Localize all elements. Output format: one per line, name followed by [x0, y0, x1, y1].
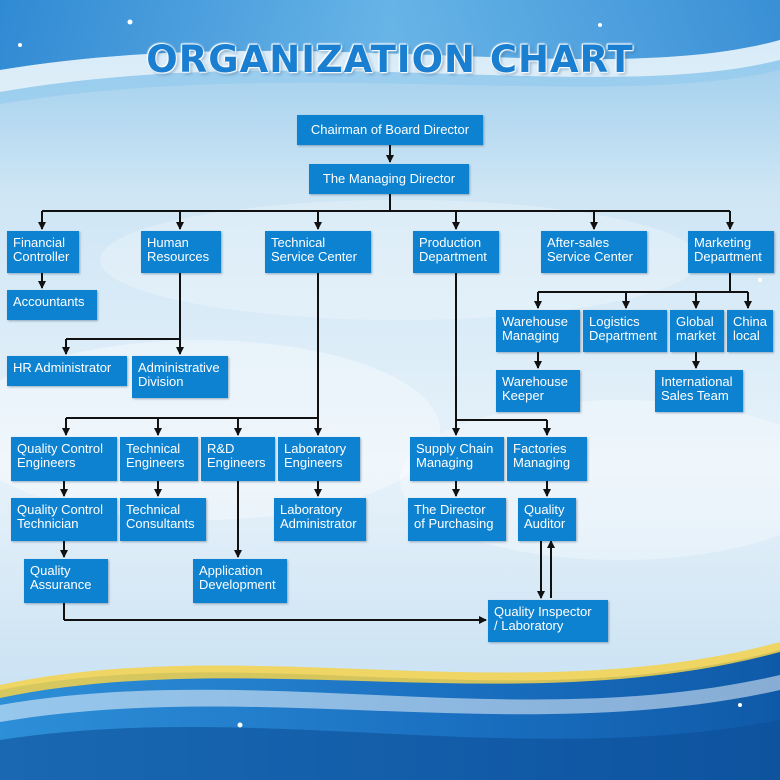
- node-technical-engineers[interactable]: Technical Engineers: [120, 437, 198, 481]
- node-global-market[interactable]: Global market: [670, 310, 724, 352]
- node-rd-engineers[interactable]: R&D Engineers: [201, 437, 275, 481]
- node-quality-auditor[interactable]: Quality Auditor: [518, 498, 576, 541]
- node-supply-chain-managing[interactable]: Supply Chain Managing: [410, 437, 504, 481]
- node-technical-consultants[interactable]: Technical Consultants: [120, 498, 206, 541]
- node-factories-managing[interactable]: Factories Managing: [507, 437, 587, 481]
- node-quality-assurance[interactable]: Quality Assurance: [24, 559, 108, 603]
- page-title: ORGANIZATION CHART: [146, 38, 634, 81]
- node-chairman[interactable]: Chairman of Board Director: [297, 115, 483, 145]
- node-quality-inspector[interactable]: Quality Inspector / Laboratory: [488, 600, 608, 642]
- node-warehouse-keeper[interactable]: Warehouse Keeper: [496, 370, 580, 412]
- node-logistics-department[interactable]: Logistics Department: [583, 310, 667, 352]
- node-director-of-purchasing[interactable]: The Director of Purchasing: [408, 498, 506, 541]
- node-application-development[interactable]: Application Development: [193, 559, 287, 603]
- node-international-sales-team[interactable]: International Sales Team: [655, 370, 743, 412]
- node-laboratory-engineers[interactable]: Laboratory Engineers: [278, 437, 360, 481]
- node-laboratory-administrator[interactable]: Laboratory Administrator: [274, 498, 366, 541]
- node-marketing-department[interactable]: Marketing Department: [688, 231, 774, 273]
- node-production-department[interactable]: Production Department: [413, 231, 499, 273]
- node-financial-controller[interactable]: Financial Controller: [7, 231, 79, 273]
- node-qc-technician[interactable]: Quality Control Technician: [11, 498, 117, 541]
- node-china-local[interactable]: China local: [727, 310, 773, 352]
- node-administrative-division[interactable]: Administrative Division: [132, 356, 228, 398]
- node-technical-service-center[interactable]: Technical Service Center: [265, 231, 371, 273]
- node-hr-administrator[interactable]: HR Administrator: [7, 356, 127, 386]
- node-qc-engineers[interactable]: Quality Control Engineers: [11, 437, 117, 481]
- node-human-resources[interactable]: Human Resources: [141, 231, 221, 273]
- node-managing-director[interactable]: The Managing Director: [309, 164, 469, 194]
- node-after-sales[interactable]: After-sales Service Center: [541, 231, 647, 273]
- node-accountants[interactable]: Accountants: [7, 290, 97, 320]
- node-warehouse-managing[interactable]: Warehouse Managing: [496, 310, 580, 352]
